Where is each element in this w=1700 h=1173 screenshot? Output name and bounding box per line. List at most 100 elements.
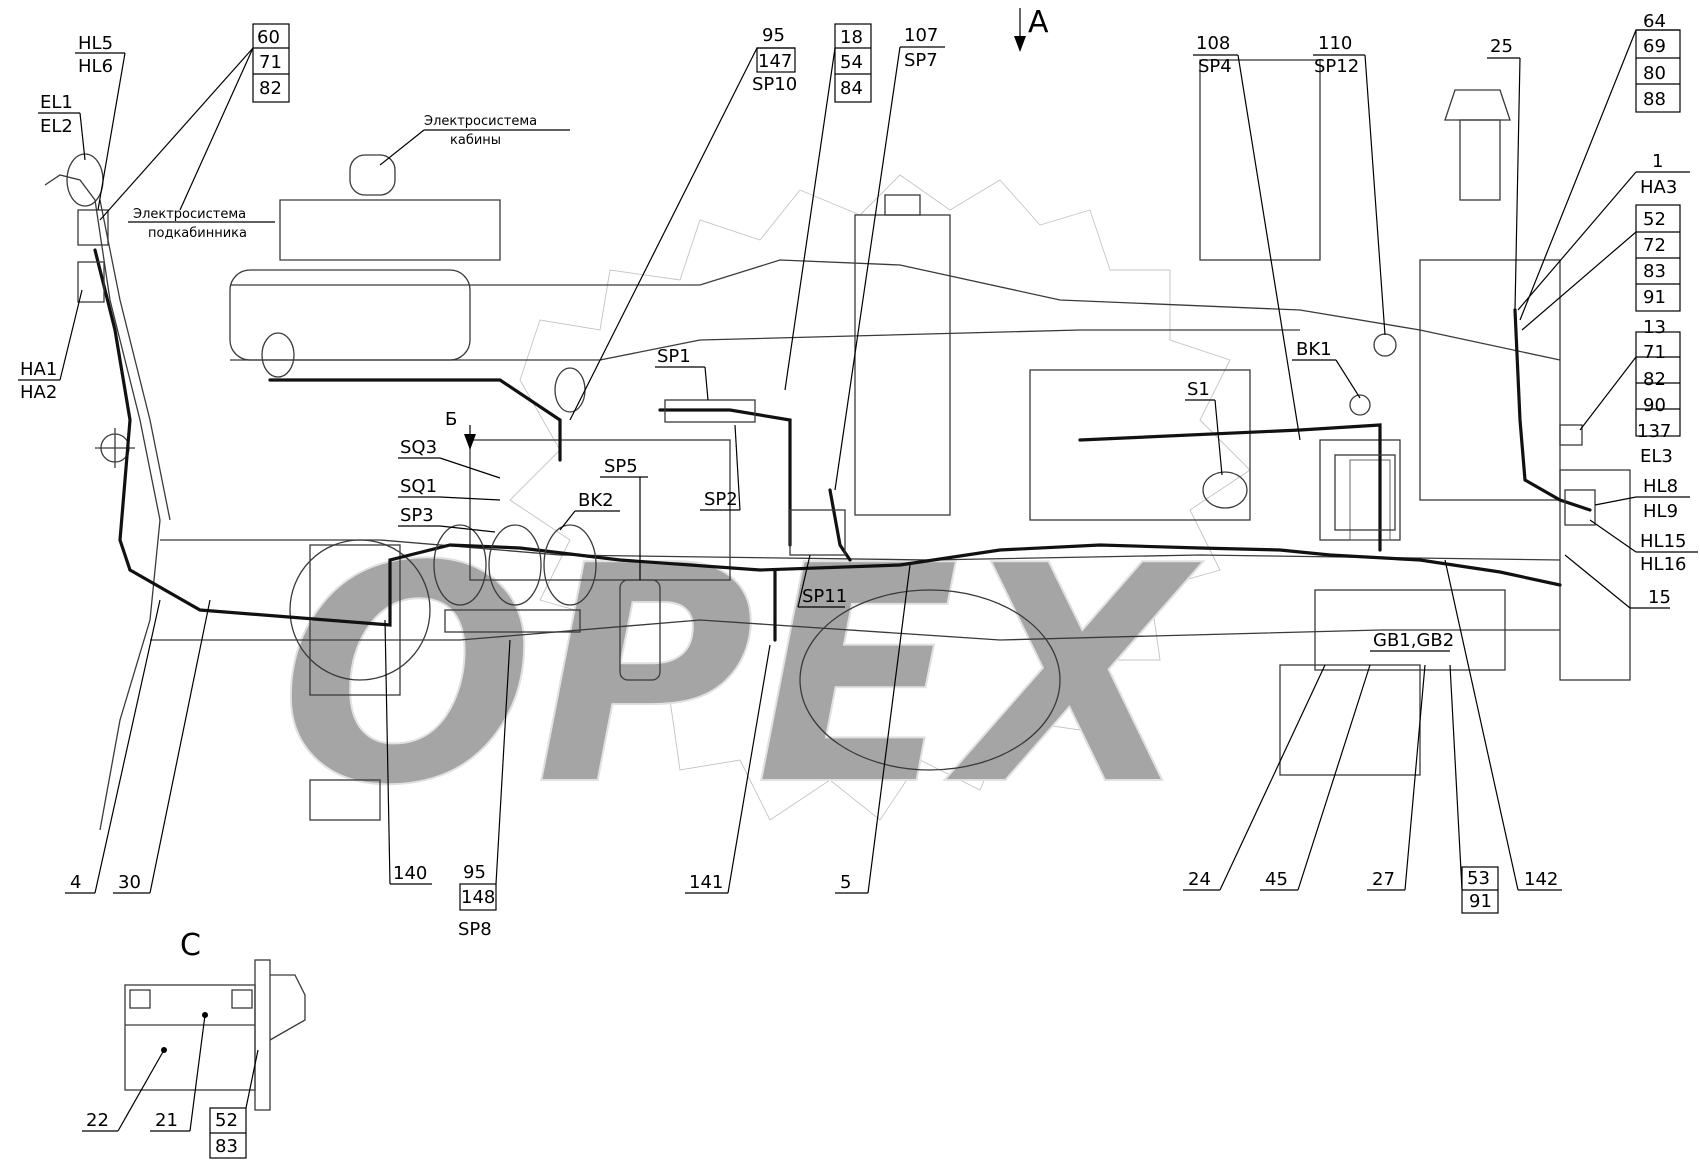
battery-terminal-left (129, 989, 151, 1009)
note-cab-system-2: кабины (450, 133, 501, 148)
callout-sp8: SP8 (458, 919, 492, 940)
callout-ha1: HA1 (20, 359, 57, 380)
callout-91a: 91 (1643, 287, 1666, 308)
receiver-1 (433, 524, 487, 606)
lamp-hl8-hl9 (1564, 489, 1596, 526)
callout-15: 15 (1648, 587, 1671, 608)
engine-block (1029, 369, 1251, 521)
callout-82a: 82 (259, 78, 282, 99)
callout-107: 107 (904, 25, 938, 46)
callout-ha3: HA3 (1640, 177, 1677, 198)
callout-137: 137 (1637, 421, 1671, 442)
unit-sp11 (789, 509, 846, 556)
harness-cab-riser (93, 248, 132, 572)
cab-tank-body (279, 199, 501, 261)
harness-top (268, 378, 562, 462)
callout-108: 108 (1196, 33, 1230, 54)
view-mark-b-label: Б (445, 409, 457, 430)
callout-148: 148 (461, 887, 495, 908)
headlamp-el1-el2 (66, 153, 104, 207)
frame-lower (160, 539, 1561, 561)
callout-bk2: BK2 (578, 490, 614, 511)
callout-72: 72 (1643, 235, 1666, 256)
callout-64: 64 (1643, 11, 1666, 32)
harness-sp7 (828, 488, 852, 562)
frame-bottom (150, 619, 1560, 641)
note-subcab-system-1: Электросистема (133, 207, 246, 222)
callout-hl9: HL9 (1643, 501, 1678, 522)
callout-4: 4 (70, 872, 81, 893)
callout-21: 21 (155, 1110, 178, 1131)
harness-sp1 (658, 408, 792, 547)
fuel-tank (229, 269, 471, 361)
callout-141: 141 (689, 872, 723, 893)
note-subcab-system-2: подкабинника (148, 226, 247, 241)
starter-s1 (1202, 471, 1248, 509)
distribution-block (1349, 459, 1391, 541)
callout-gb: GB1,GB2 (1373, 630, 1454, 651)
components (66, 153, 1596, 681)
callout-hl15: HL15 (1640, 531, 1686, 552)
callout-71b: 71 (1643, 342, 1666, 363)
receiver-2 (488, 524, 542, 606)
callout-95a: 95 (762, 25, 785, 46)
callout-45: 45 (1265, 869, 1288, 890)
view-mark-a-label: А (1028, 5, 1049, 40)
harness-main (128, 543, 1562, 627)
callout-91b: 91 (1469, 891, 1492, 912)
callout-54: 54 (840, 52, 863, 73)
callout-30: 30 (118, 872, 141, 893)
view-mark-b: Б (445, 409, 476, 450)
callout-88: 88 (1643, 89, 1666, 110)
battery-bracket (1279, 664, 1421, 776)
cab-pillar-inner (99, 199, 171, 521)
callout-ha2: HA2 (20, 382, 57, 403)
generator (1334, 454, 1396, 531)
hydraulic-cap (884, 194, 921, 216)
callout-69: 69 (1643, 36, 1666, 57)
callout-sq1: SQ1 (400, 476, 437, 497)
exhaust (1459, 119, 1501, 201)
callout-sp12: SP12 (1314, 56, 1359, 77)
callout-27: 27 (1372, 869, 1395, 890)
sensor-sp12 (1373, 333, 1397, 357)
note-cab-system-1: Электросистема (424, 114, 537, 129)
air-filter (1199, 59, 1321, 261)
callout-53: 53 (1467, 868, 1490, 889)
front-box (1559, 469, 1631, 681)
callout-sp10: SP10 (752, 74, 797, 95)
callout-sp2: SP2 (704, 489, 738, 510)
callout-1: 1 (1652, 151, 1663, 172)
callout-5: 5 (840, 872, 851, 893)
cab-tank-cap (349, 154, 396, 196)
lamp-hl5-hl6 (77, 209, 109, 246)
callout-18: 18 (840, 27, 863, 48)
frame-top (230, 259, 1561, 361)
frame-mid (230, 329, 1300, 361)
callout-147: 147 (758, 51, 792, 72)
callout-hl6: HL6 (78, 56, 113, 77)
wiring-harness (93, 248, 1592, 642)
callout-142: 142 (1524, 869, 1558, 890)
sensor-bk1 (1349, 394, 1371, 416)
lamp-el3 (1559, 424, 1583, 446)
battery-detail-body (124, 984, 256, 1091)
callout-82b: 82 (1643, 369, 1666, 390)
callout-80: 80 (1643, 63, 1666, 84)
callout-110: 110 (1318, 33, 1352, 54)
callout-60: 60 (257, 27, 280, 48)
callout-hl5: HL5 (78, 33, 113, 54)
callout-71a: 71 (259, 52, 282, 73)
harness-right (1513, 308, 1592, 512)
callout-140: 140 (393, 863, 427, 884)
callout-el3: EL3 (1640, 446, 1673, 467)
callout-el2: EL2 (40, 116, 73, 137)
cab-pillar (44, 174, 161, 831)
battery-bracket-detail (254, 959, 271, 1111)
callout-95b: 95 (463, 862, 486, 883)
callouts: HL5 HL6 EL1 EL2 HA1 HA2 60 71 82 95 147 … (18, 11, 1698, 940)
hitch (309, 779, 381, 821)
receiver-rail (444, 609, 581, 633)
callout-24: 24 (1188, 869, 1211, 890)
leader-cab-system (379, 129, 425, 166)
